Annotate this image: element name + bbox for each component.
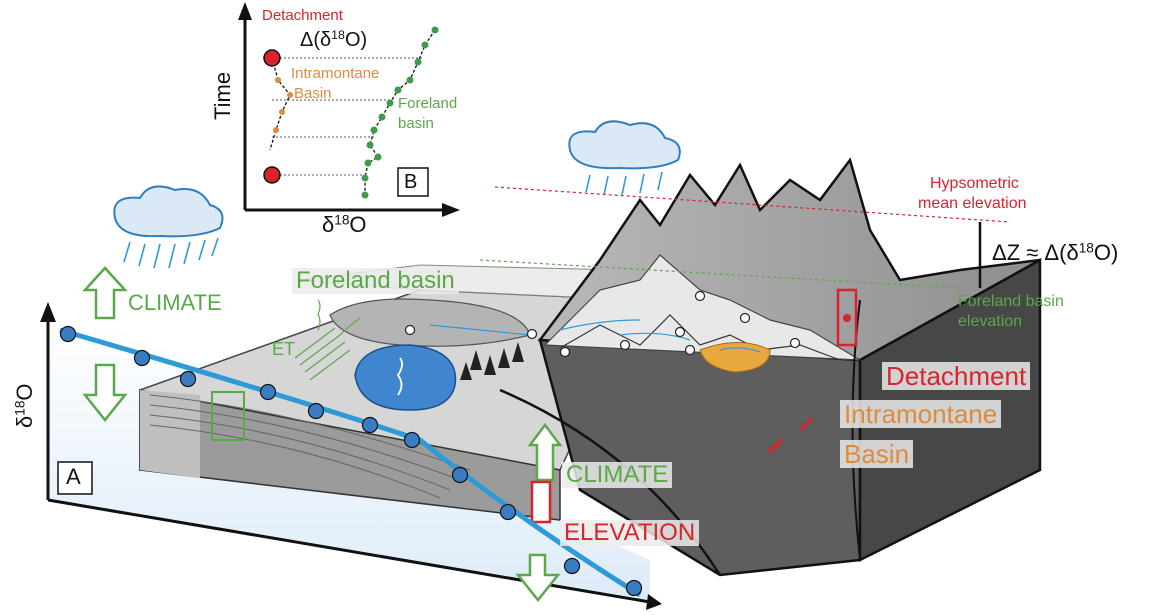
delta-z-label: ΔZ ≈ Δ(δ18O): [992, 240, 1119, 265]
foreland-elevation-label-1: Foreland basin: [958, 293, 1064, 310]
isotope-point: [307, 402, 325, 420]
hypsometric-label-1: Hypsometric: [930, 175, 1019, 192]
panel-b-tag: B: [404, 171, 418, 193]
isotope-point: [451, 466, 469, 484]
foreland-elevation-label-2: elevation: [958, 313, 1023, 330]
hypsometric-label-2: mean elevation: [918, 195, 1027, 212]
elevation-label: ELEVATION: [560, 520, 700, 546]
panel-a-tag-box: [57, 461, 93, 495]
intramontane-label-1: Intramontane: [840, 400, 1002, 428]
panel-b-intramontane-label-1: Intramontane: [291, 65, 380, 82]
isotope-point: [403, 431, 421, 449]
et-label: ET: [272, 339, 296, 359]
detachment-label: Detachment: [882, 362, 1031, 390]
sampling-sites: [404, 290, 801, 358]
climate-label-block: CLIMATE: [562, 462, 673, 488]
isotope-point: [499, 503, 517, 521]
isotope-point: [59, 325, 77, 343]
panel-b-delta-label: Δ(δ18O): [300, 28, 368, 51]
climate-elevation-arrows: [515, 422, 563, 603]
panel-b: [235, 2, 465, 227]
cloud-right-icon: [568, 120, 681, 196]
intramontane-label-2: Basin: [840, 440, 914, 468]
isotope-points-a: [59, 325, 643, 597]
rivers: [429, 319, 761, 353]
panel-b-intramontane-label-2: Basin: [294, 85, 332, 102]
isotope-point: [133, 349, 151, 367]
foreland-basin-label: Foreland basin: [292, 268, 459, 294]
isotope-point: [625, 579, 643, 597]
isotope-point: [563, 557, 581, 575]
panel-b-foreland-label-1: Foreland: [398, 95, 458, 112]
climate-arrows-a: [82, 266, 128, 423]
isotope-point: [259, 383, 277, 401]
reference-lines: [479, 186, 1011, 289]
climate-label-a: CLIMATE: [128, 290, 222, 315]
isotope-point: [361, 416, 379, 434]
panel-b-foreland-label-2: basin: [398, 115, 434, 132]
cloud-left-icon: [113, 185, 224, 269]
panel-a-tag: A: [66, 464, 81, 489]
sample-window: [211, 391, 245, 441]
panel-a-y-axis-label: δ18O: [12, 383, 37, 428]
panel-b-detachment-label: Detachment: [262, 7, 343, 24]
isotope-point: [179, 370, 197, 388]
panel-b-y-axis-label: Time: [210, 71, 235, 120]
mountain-block: [499, 157, 1042, 577]
et-arrows: [294, 299, 361, 381]
forest: [460, 342, 524, 380]
panel-b-x-axis-label: δ18O: [322, 212, 367, 237]
lake: [354, 344, 457, 411]
